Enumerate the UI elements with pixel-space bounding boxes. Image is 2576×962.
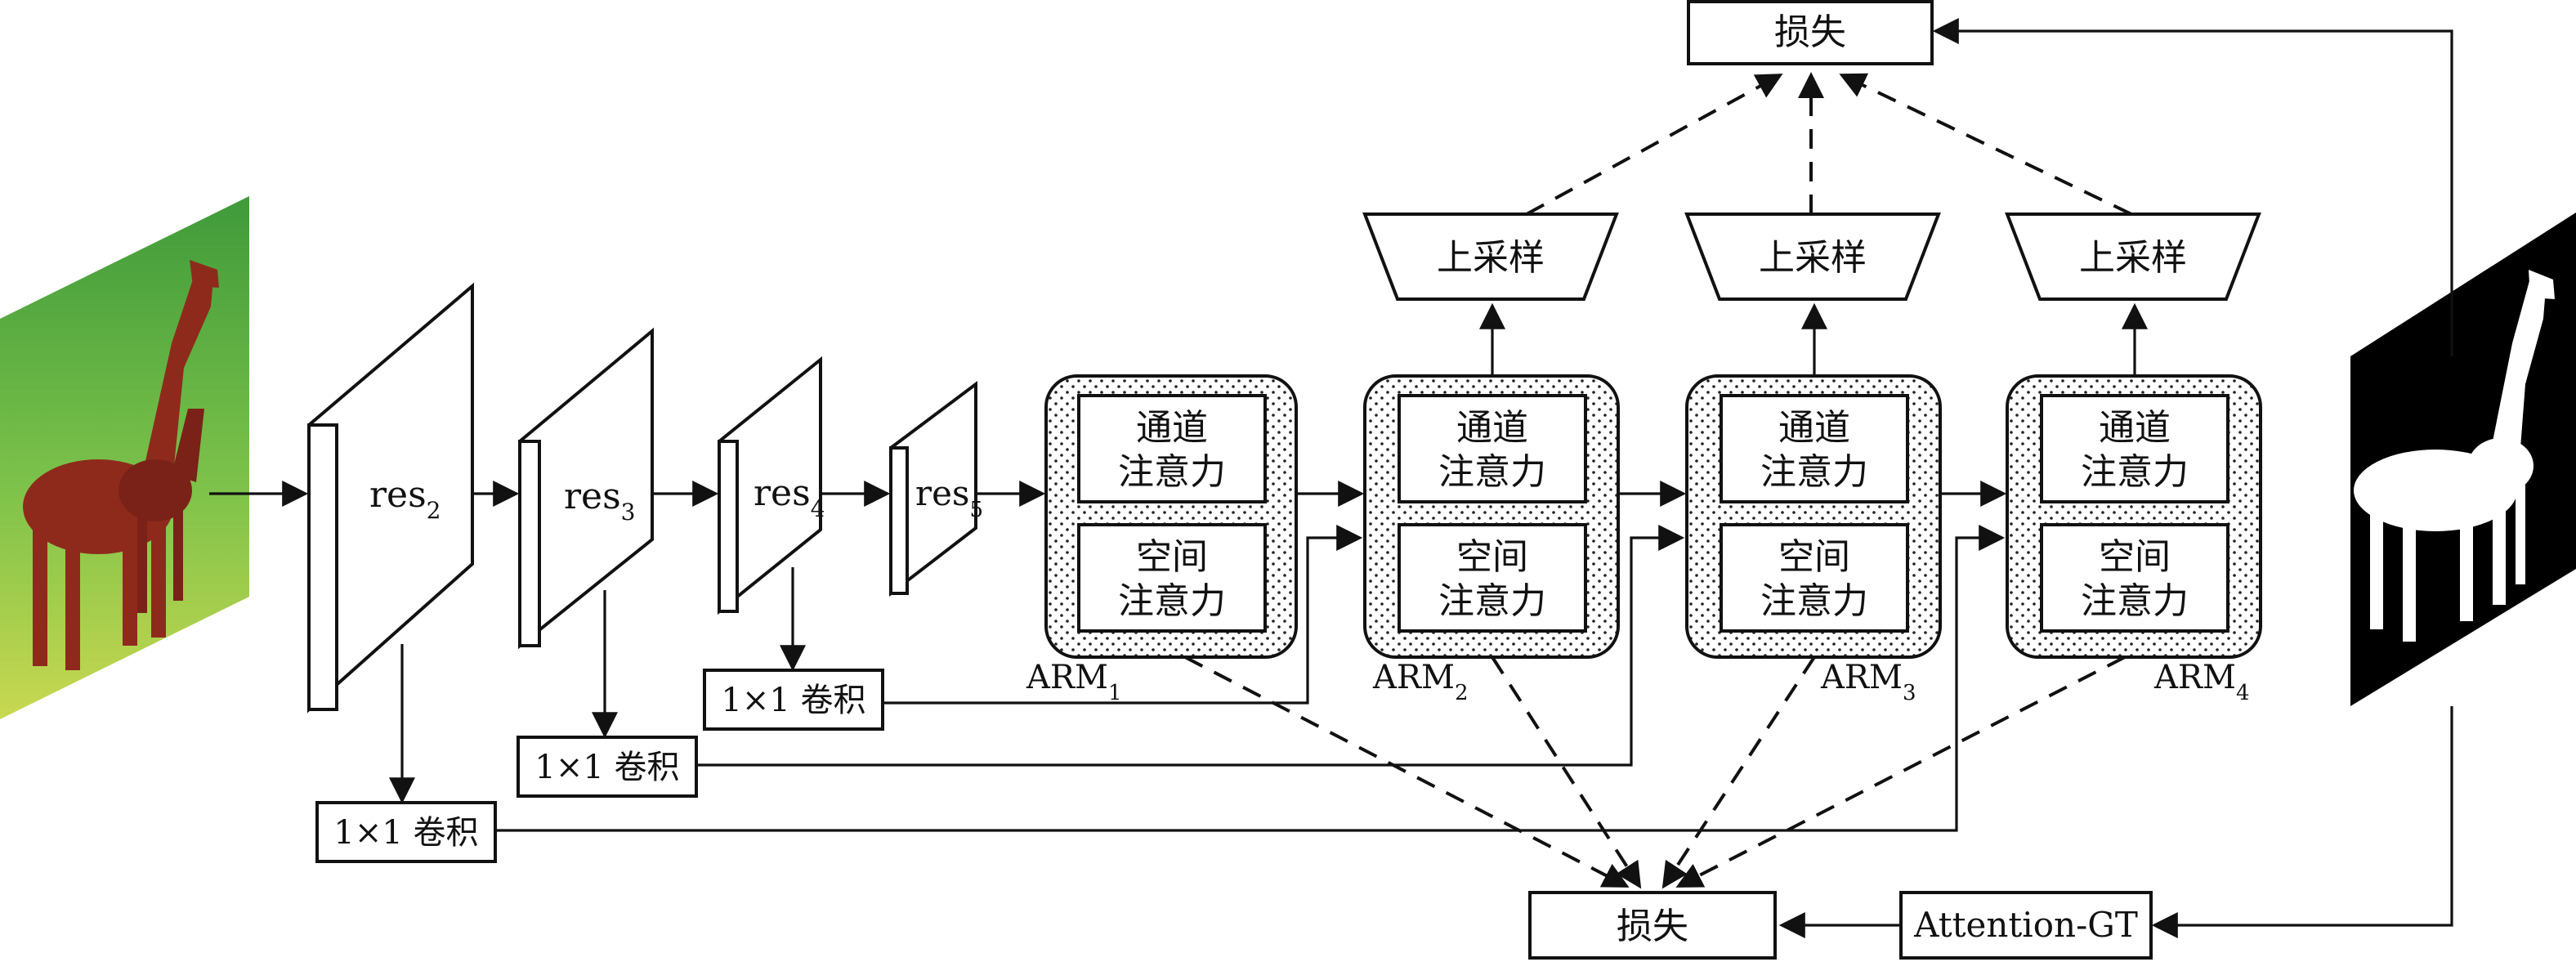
- conv-label-res3: 1×1 卷积: [534, 749, 679, 786]
- arm3-channel-line2: 注意力: [1760, 451, 1868, 493]
- arm2-label: ARM2: [1372, 659, 1469, 705]
- mask-connections: [1932, 18, 2453, 938]
- arm2-channel-line1: 通道: [1456, 407, 1528, 449]
- res-2-label: res2: [369, 474, 441, 524]
- res-4-label: res4: [754, 472, 825, 522]
- upsample-4-label: 上采样: [2079, 237, 2187, 279]
- arm1-channel-line1: 通道: [1136, 407, 1208, 449]
- conv-label-res4: 1×1 卷积: [721, 682, 865, 719]
- arm1-spatial-line2: 注意力: [1118, 580, 1226, 622]
- conv-box-res4: 1×1 卷积: [703, 567, 884, 731]
- arm-module-3: 通道 注意力 空间 注意力 ARM3: [1685, 374, 1942, 705]
- bottom-loss-label: 损失: [1617, 906, 1688, 947]
- upsample-4: 上采样: [2005, 213, 2261, 376]
- arm4-channel-line2: 注意力: [2081, 451, 2189, 493]
- arm4-spatial-line1: 空间: [2099, 536, 2171, 578]
- res-block-3: res3: [518, 327, 654, 650]
- arm-module-4: 通道 注意力 空间 注意力 ARM4: [2006, 374, 2262, 705]
- arm3-label: ARM3: [1820, 659, 1916, 705]
- arm4-channel-line1: 通道: [2099, 407, 2171, 449]
- top-loss-box: 损失: [1687, 0, 1934, 65]
- bottom-loss-box: 损失: [1528, 891, 1777, 960]
- arm1-channel-line2: 注意力: [1118, 451, 1226, 493]
- conv-box-res3: 1×1 卷积: [517, 590, 698, 798]
- arm3-channel-line1: 通道: [1778, 407, 1850, 449]
- top-loss-dashed-arrows: [1526, 72, 2132, 216]
- arm3-spatial-line2: 注意力: [1760, 580, 1868, 622]
- input-image: [0, 196, 249, 719]
- attention-gt-box: Attention-GT: [1778, 891, 2153, 960]
- arm2-spatial-line2: 注意力: [1438, 580, 1546, 622]
- bottom-loss-dashed-arrows: [1184, 656, 2126, 889]
- arm2-channel-line2: 注意力: [1438, 451, 1546, 493]
- arm3-spatial-line1: 空间: [1778, 536, 1850, 578]
- arm1-label: ARM1: [1026, 659, 1122, 705]
- arm4-spatial-line2: 注意力: [2081, 580, 2189, 622]
- arm-module-1: 通道 注意力 空间 注意力 ARM1: [1026, 374, 1298, 705]
- conv-box-res2: 1×1 卷积: [315, 644, 497, 863]
- arm2-spatial-line1: 空间: [1456, 536, 1528, 578]
- upsample-2: 上采样: [1362, 213, 1619, 376]
- top-loss-label: 损失: [1774, 11, 1846, 53]
- res-block-4: res4: [718, 356, 825, 615]
- horse-photo-illustration: [23, 260, 219, 670]
- res-3-label: res3: [564, 476, 635, 526]
- attention-gt-label: Attention-GT: [1913, 905, 2138, 945]
- upsample-3: 上采样: [1684, 213, 1941, 376]
- skip-connections: [495, 525, 2006, 832]
- res-block-2: res2: [307, 282, 474, 714]
- conv-label-res2: 1×1 卷积: [333, 814, 478, 852]
- horse-mask-illustration: [2354, 270, 2555, 642]
- upsample-3-label: 上采样: [1759, 237, 1867, 279]
- arm-module-2: 通道 注意力 空间 注意力 ARM2: [1363, 374, 1620, 705]
- res-5-label: res5: [915, 473, 983, 522]
- upsample-2-label: 上采样: [1437, 237, 1545, 279]
- res-block-5: res5: [889, 381, 983, 597]
- arm4-label: ARM4: [2153, 659, 2250, 705]
- ground-truth-mask-image: [2350, 213, 2576, 706]
- arm1-spatial-line1: 空间: [1136, 536, 1208, 578]
